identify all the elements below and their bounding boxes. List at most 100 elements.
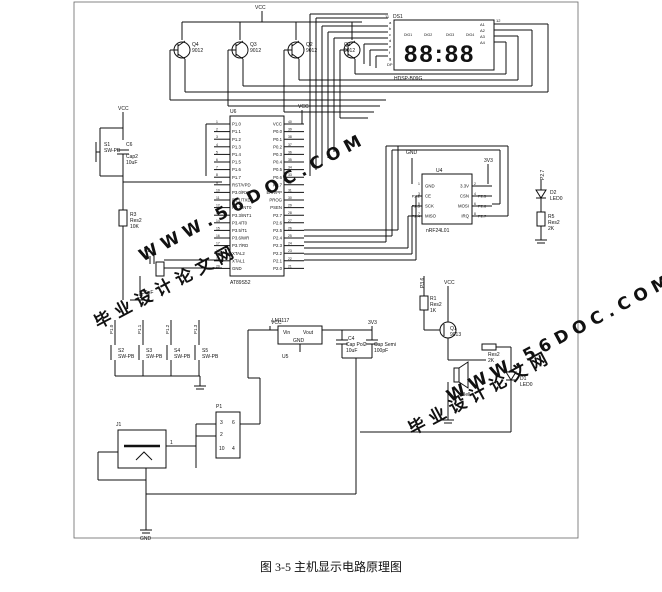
buzzer-vcc: VCC [444,280,455,286]
jack-body [117,429,167,469]
mcu-right-pin-num: 35 [288,158,292,162]
rf-right-net: P2.5 [478,194,487,199]
reset-res-type: Res2 [130,218,142,224]
mcu-left-pin-label: P3.1/TXD [232,198,251,203]
seg-b: b [389,26,392,31]
mcu-at89s52: U6 AT89S52 VCC P1.01P1.12P1.23P1.34P1.45… [214,104,309,286]
power-jack: J1 1 GND [97,422,356,542]
r1-type: Res2 [430,302,442,308]
mcu-right-pin-num: 36 [288,150,292,154]
mcu-right-pin-num: 26 [288,226,292,230]
rf-left-num: 1 [418,182,420,186]
buzzer-circuit: P3.6 R1 Res2 1K VCC Q1 9013 Bell [419,276,486,424]
mcu-left-pin-label: P3.6/WR [232,236,249,241]
seg-a: a [389,20,392,25]
v33-label-bottom: 3V3 [368,320,377,326]
mcu-right-pin-label: P2.3 [273,243,282,248]
reset-cap-ref: C6 [126,142,133,148]
mcu-right-pin-label: P2.6 [273,220,282,225]
mcu-right-pin-num: 37 [288,143,292,147]
mcu-left-pin-label: GND [232,266,242,271]
q4-label: Q4 [192,42,199,48]
seg-e: e [389,44,392,49]
reset-switch-ref: S1 [104,142,110,148]
r1-ref: R1 [430,296,437,302]
seg-pin-a: 11 [385,14,390,19]
q3-type: 9012 [250,48,261,54]
conn-pin-4: 4 [232,446,235,452]
mcu-right-pin-num: 23 [288,249,292,253]
key-ref: S4 [174,348,180,354]
top-transistor-q2: Q2 9012 [284,40,317,60]
mcu-left-pin-label: P1.0 [232,122,241,127]
c3-type: Cap Semi [374,342,396,348]
reset-res-ref: R3 [130,212,137,218]
transistor-collector-wires [184,23,549,93]
q1-top-type: 9012 [344,48,355,54]
mcu-right-pin-num: 38 [288,135,292,139]
r5-type: Res2 [548,220,560,226]
r2-val: 2K [488,358,495,364]
connector-p1: P1 3 2 10 6 4 [195,377,261,468]
mcu-right-pin-label: EA/VPP [266,190,282,195]
mcu-right-pin-num: 21 [288,264,292,268]
mcu-right-pin-num: 33 [288,173,292,177]
reg-vcc-label: VCC [271,320,282,326]
rf-right-pin: MOSI [458,204,469,209]
mcu-body [229,115,285,277]
jack-pin-1: 1 [170,440,173,446]
reg-ref: U5 [282,354,289,360]
led-d1-circuit: Res2 2K D1 LED0 [360,343,533,433]
mcu-left-pin-label: P3.7/RD [232,243,248,248]
top-transistor-q1: Q1 9012 [340,40,361,60]
mcu-right-pin-label: P0.4 [273,160,282,165]
mcu-right-pin-label: P0.5 [273,167,282,172]
seg-dp: DP [387,62,393,67]
mcu-right-pin-num: 40 [288,120,292,124]
mcu-left-pin-num: 4 [216,143,218,147]
key-type: SW-PB [118,354,135,360]
mcu-left-pin-num: 3 [216,135,218,139]
rf-left-num: 3 [418,192,420,196]
r2-resistor [481,343,497,351]
r1-val: 1K [430,308,437,314]
reg-vout: Vout [303,330,314,336]
mcu-right-pin-label: P0.2 [273,144,282,149]
mcu-right-pin-label: P2.2 [273,251,282,256]
rf-left-pin: GND [425,184,435,189]
rf-module: GND 3V3 U4 nRF24L01 GND1CE3P2.2SCK5P2.3M… [406,150,493,234]
r5-val: 2K [548,226,555,232]
led-top-type: LED0 [550,196,563,202]
key-switches: S2SW-PBP1.0S3SW-PBP1.1S4SW-PBP1.2S5SW-PB… [109,320,219,390]
schematic-frame [73,1,579,539]
top-transistor-q4: Q4 9012 [170,40,203,60]
key-ref: S5 [202,348,208,354]
rf-body [421,173,473,225]
conn-pin-6: 6 [232,420,235,426]
sel-a4: A4 [480,40,486,45]
top-vcc-rail: VCC [181,5,362,40]
seg-g: g [389,56,391,61]
mcu-right-pin-label: P2.1 [273,258,282,263]
rf-right-pin: 3.3V [460,184,469,189]
mcu-left-pin-label: P3.5/T1 [232,228,248,233]
mcu-left-pin-num: 12 [216,204,220,208]
led-top-ref: D2 [550,190,557,196]
mcu-left-pin-num: 13 [216,211,220,215]
mcu-right-pin-label: P2.7 [273,213,282,218]
mcu-left-pin-num: 15 [216,226,220,230]
key-type: SW-PB [146,354,163,360]
q1-bottom-type: 9013 [450,332,461,338]
led-d2-circuit: P2.7 D2 LED0 R5 Res2 2K [535,169,563,244]
mcu-left-pin-label: XTAL2 [232,251,245,256]
rf-left-pin: SCK [425,204,434,209]
q4-type: 9012 [192,48,203,54]
rf-right-net: P2.7 [478,214,487,219]
rf-right-num: 8 [474,212,476,216]
display-body [393,19,495,71]
conn-pin-10: 10 [219,446,225,452]
crystal-circuit: C5 30pF [130,248,222,301]
c4-type: Cap Pol2 [346,342,367,348]
